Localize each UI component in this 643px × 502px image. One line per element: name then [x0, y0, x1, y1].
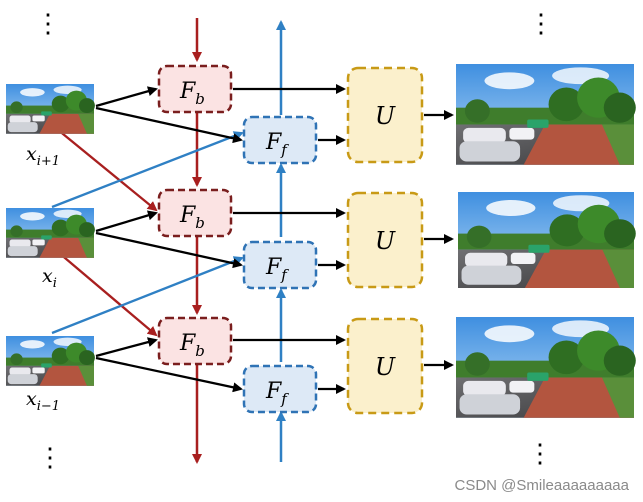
upsample-block-3: U: [346, 317, 424, 415]
input-label-1: xi+1: [26, 143, 60, 169]
ellipsis-bottom-left: ⋮: [37, 443, 63, 473]
svg-text:U: U: [375, 227, 396, 255]
output-thumbnail-3: [456, 317, 636, 418]
svg-text:Fb: Fb: [179, 79, 205, 108]
output-thumbnail-2: [458, 192, 636, 288]
forward-block-1: Ff: [242, 115, 318, 165]
upsample-block-1: U: [346, 66, 424, 164]
svg-text:Fb: Fb: [179, 331, 205, 360]
input-thumbnail-3: [6, 336, 95, 386]
forward-block-3: Ff: [242, 364, 318, 414]
output-thumbnail-1: [456, 64, 636, 165]
input-label-2: xi: [42, 265, 57, 291]
ellipsis-top-left: ⋮: [35, 9, 61, 39]
data-flow-arrows: [95, 84, 454, 394]
svg-text:Ff: Ff: [265, 130, 289, 159]
svg-text:Ff: Ff: [265, 255, 289, 284]
svg-text:Fb: Fb: [179, 203, 205, 232]
svg-text:Ff: Ff: [265, 379, 289, 408]
cross-frame-arrows: [51, 124, 244, 337]
svg-text:U: U: [375, 102, 396, 130]
svg-text:U: U: [375, 353, 396, 381]
forward-block-2: Ff: [242, 240, 318, 290]
input-thumbnail-2: [6, 208, 95, 258]
watermark: CSDN @Smileaaaaaaaaa: [454, 477, 630, 494]
backward-block-1: Fb: [157, 64, 233, 114]
ellipsis-top-right: ⋮: [528, 9, 554, 39]
backward-block-3: Fb: [157, 316, 233, 366]
ellipsis-bottom-right: ⋮: [527, 439, 553, 469]
backward-block-2: Fb: [157, 188, 233, 238]
upsample-block-2: U: [346, 191, 424, 289]
input-label-3: xi−1: [26, 388, 60, 414]
input-thumbnail-1: [6, 84, 95, 134]
